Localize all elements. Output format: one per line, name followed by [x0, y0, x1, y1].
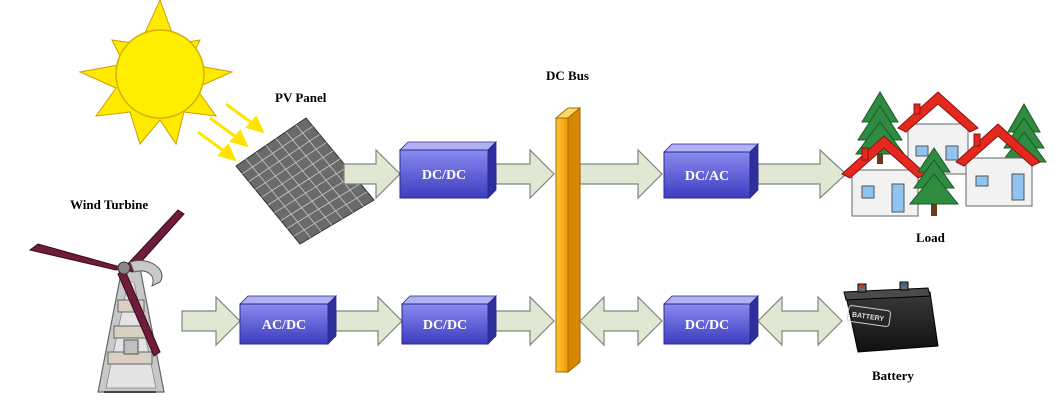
converter-wind-acdc: AC/DC: [239, 295, 337, 345]
arrow-dcdc-battery-bidirectional: [757, 295, 843, 347]
dc-bus-label: DC Bus: [546, 68, 589, 83]
arrow-bus-to-dcac: [579, 148, 663, 200]
arrow-bus-battery-bidirectional: [579, 295, 663, 347]
arrow-turbine-to-acdc: [181, 295, 241, 347]
converter-load-dcac-label: DC/AC: [685, 169, 729, 184]
wind-turbine-icon: [28, 209, 185, 393]
pv-panel-label: PV Panel: [275, 90, 327, 105]
dc-bus-bar: [554, 106, 582, 374]
pv-panel-icon: [235, 117, 375, 245]
arrow-pv-to-dcdc: [343, 148, 401, 200]
battery-label: Battery: [872, 368, 914, 383]
converter-pv-dcdc-label: DC/DC: [422, 168, 466, 183]
arrow-acdc-to-dcdc: [335, 295, 403, 347]
arrow-pv-dcdc-to-bus: [495, 148, 555, 200]
converter-pv-dcdc: DC/DC: [399, 141, 497, 199]
load-label: Load: [916, 230, 946, 245]
arrow-dcac-to-load: [757, 148, 847, 200]
battery-icon: BATTERY: [843, 281, 939, 353]
converter-battery-dcdc: DC/DC: [663, 295, 759, 345]
sun-icon: [78, 0, 234, 146]
load-houses-icon: [841, 91, 1047, 217]
house-icon: [841, 135, 927, 217]
converter-wind-dcdc-label: DC/DC: [423, 318, 467, 333]
sun-rays-icon: [197, 102, 265, 162]
arrow-wind-dcdc-to-bus: [495, 295, 555, 347]
house-icon: [955, 123, 1041, 207]
converter-wind-dcdc: DC/DC: [401, 295, 497, 345]
converter-battery-dcdc-label: DC/DC: [685, 318, 729, 333]
converter-load-dcac: DC/AC: [663, 143, 759, 199]
battery-case-text: BATTERY: [851, 312, 884, 323]
tree-icon: [908, 147, 960, 216]
wind-turbine-label: Wind Turbine: [70, 197, 148, 212]
converter-wind-acdc-label: AC/DC: [262, 318, 306, 333]
